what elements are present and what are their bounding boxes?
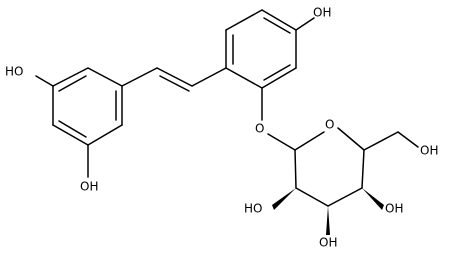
label-oh-c3: OH [319,236,337,250]
label-o-ring: O [325,118,334,132]
label-o-glycosidic: O [255,122,264,136]
label-oh-left-bottom: OH [80,180,98,194]
label-oh-ch2: OH [420,144,438,158]
vinyl-bridge [121,67,227,92]
right-aromatic-ring [225,9,297,89]
label-oh-c4: OH [385,202,403,216]
bond-oh-top-right [295,17,315,31]
wedge-c3-oh [326,206,330,235]
bond-o-c1 [267,133,296,151]
bond-ho-left [35,75,54,87]
label-ho-c2: HO [244,202,262,216]
wedge-c4-oh [362,188,384,210]
label-ho-left-top: HO [5,65,23,79]
sugar-ring [294,127,365,207]
label-oh-top-right: OH [313,6,331,20]
bond-c6-oh [397,131,419,148]
left-aromatic-ring [52,67,123,146]
bond-c5-c6 [363,131,399,151]
wedge-c2-oh [272,188,296,210]
